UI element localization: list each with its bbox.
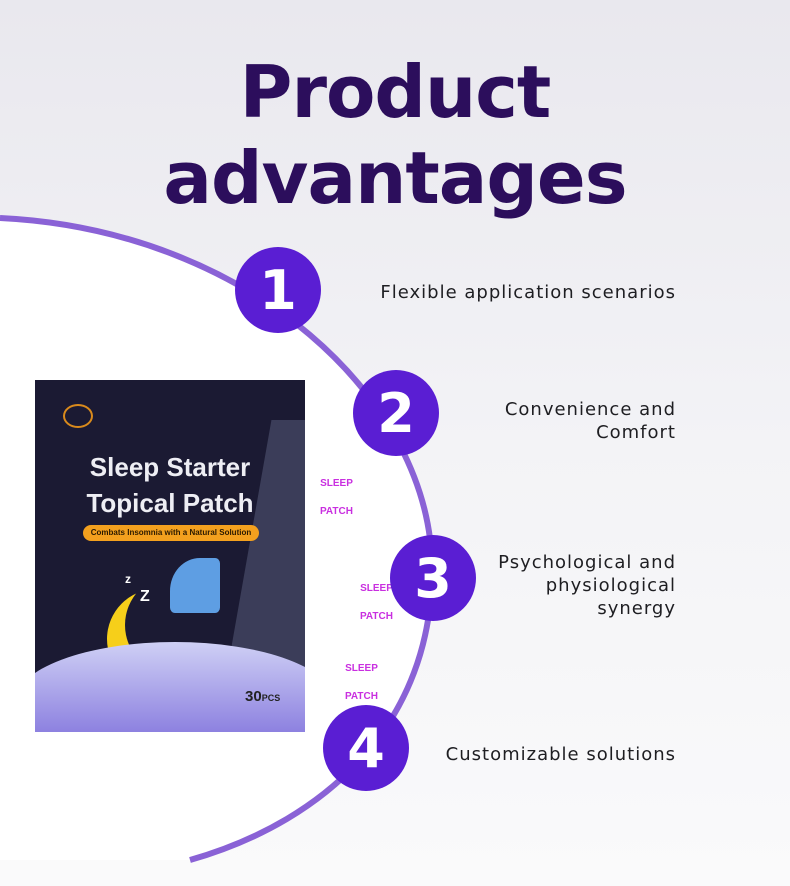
number-badge-4: 4 <box>323 705 409 791</box>
product-title-2: Topical Patch <box>86 488 254 518</box>
advantage-1-text: Flexible application scenarios <box>380 282 676 303</box>
number-badge-3: 3 <box>390 535 476 621</box>
nightcap-icon <box>170 558 220 613</box>
pack-count: 30PCS <box>245 688 281 705</box>
cloud-decoration <box>35 642 305 732</box>
advantage-3-text: Psychological and physiological synergy <box>498 552 676 619</box>
advantage-4-text: Customizable solutions <box>445 744 676 765</box>
product-box-image: Sleep Starter Topical Patch Combats Inso… <box>35 380 305 732</box>
sleep-z-icon: Z <box>140 588 150 605</box>
title-line-1: Product <box>239 50 552 134</box>
title-line-2: advantages <box>163 136 627 220</box>
sleep-z-icon: z <box>125 572 131 586</box>
brand-logo <box>63 404 93 428</box>
product-tagline: Combats Insomnia with a Natural Solution <box>83 525 259 541</box>
advantage-2-text: Convenience and Comfort <box>504 399 676 443</box>
product-title-1: Sleep Starter <box>89 452 251 482</box>
number-badge-1: 1 <box>235 247 321 333</box>
number-badge-2: 2 <box>353 370 439 456</box>
